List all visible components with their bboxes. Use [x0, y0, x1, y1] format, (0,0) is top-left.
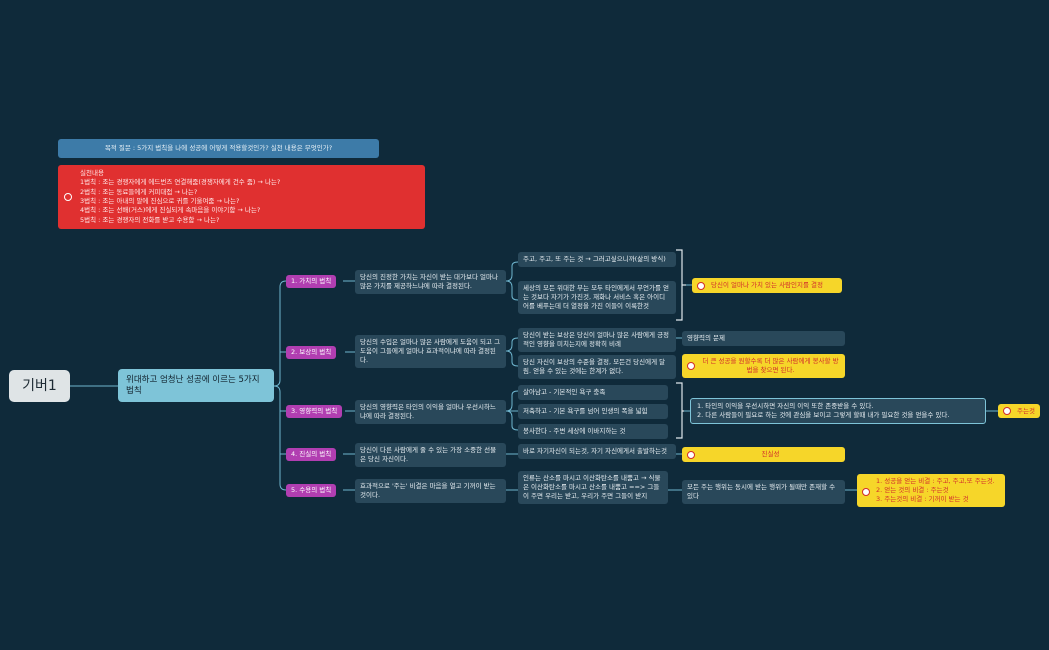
law-5-summary[interactable]: 1. 성공을 얻는 비결 : 주고, 주고,또 주는것. 2. 얻는 것의 비결… [857, 474, 1005, 507]
central-topic[interactable]: 위대하고 엄청난 성공에 이르는 5가지 법칙 [118, 369, 274, 402]
law-3-label[interactable]: 3. 영향력의 법칙 [286, 405, 343, 418]
law-5-item[interactable]: 인류는 산소를 마시고 이산화탄소를 내뿜고 → 식물은 이산화탄소를 마시고 … [518, 471, 668, 504]
law-3-item[interactable]: 살아남고 - 기본적인 욕구 충족 [518, 385, 668, 400]
law-3-summary[interactable]: 주는것 [998, 404, 1040, 418]
practice-lines: 실천내용 1법칙 : 조는 경쟁자에게 에드번즈 연결해줌(경쟁자에게 건수 줌… [80, 169, 280, 225]
practice-marker-icon [64, 193, 72, 201]
practice-line: 실천내용 [80, 169, 104, 178]
law-3-item[interactable]: 저축하고 - 기본 욕구를 넘어 인생의 폭을 넓힘 [518, 404, 668, 419]
law-2-item[interactable]: 당신 자신이 보상의 수준을 결정, 모든건 당신에게 달림. 얻을 수 있는 … [518, 355, 676, 379]
law-2-summary-text: 더 큰 성공을 원할수록 더 많은 사람에게 봉사할 방법을 찾으면 된다. [702, 357, 839, 374]
law-2-summary[interactable]: 더 큰 성공을 원할수록 더 많은 사람에게 봉사할 방법을 찾으면 된다. [682, 354, 845, 378]
law-5-summary-lines: 1. 성공을 얻는 비결 : 주고, 주고,또 주는것. 2. 얻는 것의 비결… [876, 477, 995, 504]
law-3-description[interactable]: 당신의 영향력은 타인의 이익을 얼마나 우선시하느냐에 따라 결정된다. [355, 400, 506, 424]
law-4-summary-text: 진실성 [761, 450, 780, 458]
law-1-summary-text: 당신이 얼마나 가치 있는 사람인지를 결정 [711, 281, 823, 289]
law-5-summary-line: 1. 성공을 얻는 비결 : 주고, 주고,또 주는것. [876, 477, 995, 485]
question-note[interactable]: 목적 질문 : 5가지 법칙을 나에 성공에 어떻게 적용할것인가? 실천 내용… [58, 139, 379, 158]
summary-marker-icon [697, 281, 705, 290]
law-3-point: 1. 타인의 이익을 우선시하면 자신의 이익 또한 존중받을 수 있다. [697, 402, 874, 410]
root-node[interactable]: 기버1 [9, 370, 70, 402]
law-1-summary[interactable]: 당신이 얼마나 가치 있는 사람인지를 결정 [692, 278, 842, 293]
law-2-item[interactable]: 당신이 받는 보상은 당신이 얼마나 많은 사람에게 긍정적인 영향을 미치는지… [518, 328, 676, 352]
law-4-summary[interactable]: 진실성 [682, 447, 845, 462]
law-1-description[interactable]: 당신의 진정한 가치는 자신이 받는 대가보다 얼마나 많은 가치를 제공하느냐… [355, 270, 506, 294]
law-5-summary-line: 3. 주는것의 비결 : 기꺼이 받는 것 [876, 495, 969, 503]
law-1-item[interactable]: 세상의 모든 위대한 부는 모두 타인에게서 무언가를 얻는 것보다 자기가 가… [518, 281, 676, 314]
central-topic-label: 위대하고 엄청난 성공에 이르는 5가지 법칙 [126, 374, 260, 396]
practice-line: 5법칙 : 조는 경쟁자의 전화를 받고 수용함 → 나는? [80, 215, 220, 224]
law-3-item[interactable]: 봉사한다 - 주변 세상에 이바지하는 것 [518, 424, 668, 439]
summary-marker-icon [1003, 407, 1011, 415]
law-1-label[interactable]: 1. 가치의 법칙 [286, 275, 337, 288]
law-5-label[interactable]: 5. 수용의 법칙 [286, 484, 337, 497]
law-3-point: 2. 다른 사람들이 필요로 하는 것에 관심을 보이고 그렇게 할때 내가 필… [697, 411, 950, 419]
law-4-description[interactable]: 당신이 다른 사람에게 줄 수 있는 가장 소중한 선물은 당신 자신이다. [355, 443, 506, 467]
law-5-mid[interactable]: 모든 주는 행위는 동시에 받는 행위가 될때만 존재할 수 있다 [682, 480, 845, 504]
practice-line: 3법칙 : 조는 아내의 말에 진심으로 귀를 기울여줌 → 나는? [80, 197, 240, 205]
summary-marker-icon [862, 488, 870, 496]
practice-line: 1법칙 : 조는 경쟁자에게 에드번즈 연결해줌(경쟁자에게 건수 줌) → 나… [80, 178, 281, 187]
law-4-label[interactable]: 4. 진실의 법칙 [286, 448, 337, 461]
law-2-description[interactable]: 당신의 수입은 얼마나 많은 사람에게 도움이 되고 그 도움이 그들에게 얼마… [355, 335, 506, 368]
summary-marker-icon [687, 450, 695, 459]
practice-line: 2법칙 : 조는 동료들에게 커피대접 → 나는? [80, 187, 198, 196]
law-2-side-note[interactable]: 영향력의 문제 [682, 331, 845, 346]
summary-marker-icon [687, 362, 695, 370]
law-2-label[interactable]: 2. 보상의 법칙 [286, 346, 337, 359]
law-1-item[interactable]: 주고, 주고, 또 주는 것 → 그러고싶으니까(삶의 방식) [518, 252, 676, 267]
law-5-summary-line: 2. 얻는 것의 비결 : 주는것 [876, 486, 949, 494]
practice-line: 4법칙 : 조는 선배(거스)에게 진실되게 속마음을 이야기함 → 나는? [80, 206, 261, 215]
law-4-item[interactable]: 바로 자기자신이 되는것, 자기 자신에게서 출발하는것 [518, 444, 676, 459]
law-5-description[interactable]: 효과적으로 '주는' 비결은 마음을 열고 기꺼이 받는 것이다. [355, 479, 506, 503]
law-3-summary-text: 주는것 [1017, 406, 1035, 415]
law-3-points[interactable]: 1. 타인의 이익을 우선시하면 자신의 이익 또한 존중받을 수 있다. 2.… [690, 398, 986, 424]
practice-note[interactable]: 실천내용 1법칙 : 조는 경쟁자에게 에드번즈 연결해줌(경쟁자에게 건수 줌… [58, 165, 425, 229]
